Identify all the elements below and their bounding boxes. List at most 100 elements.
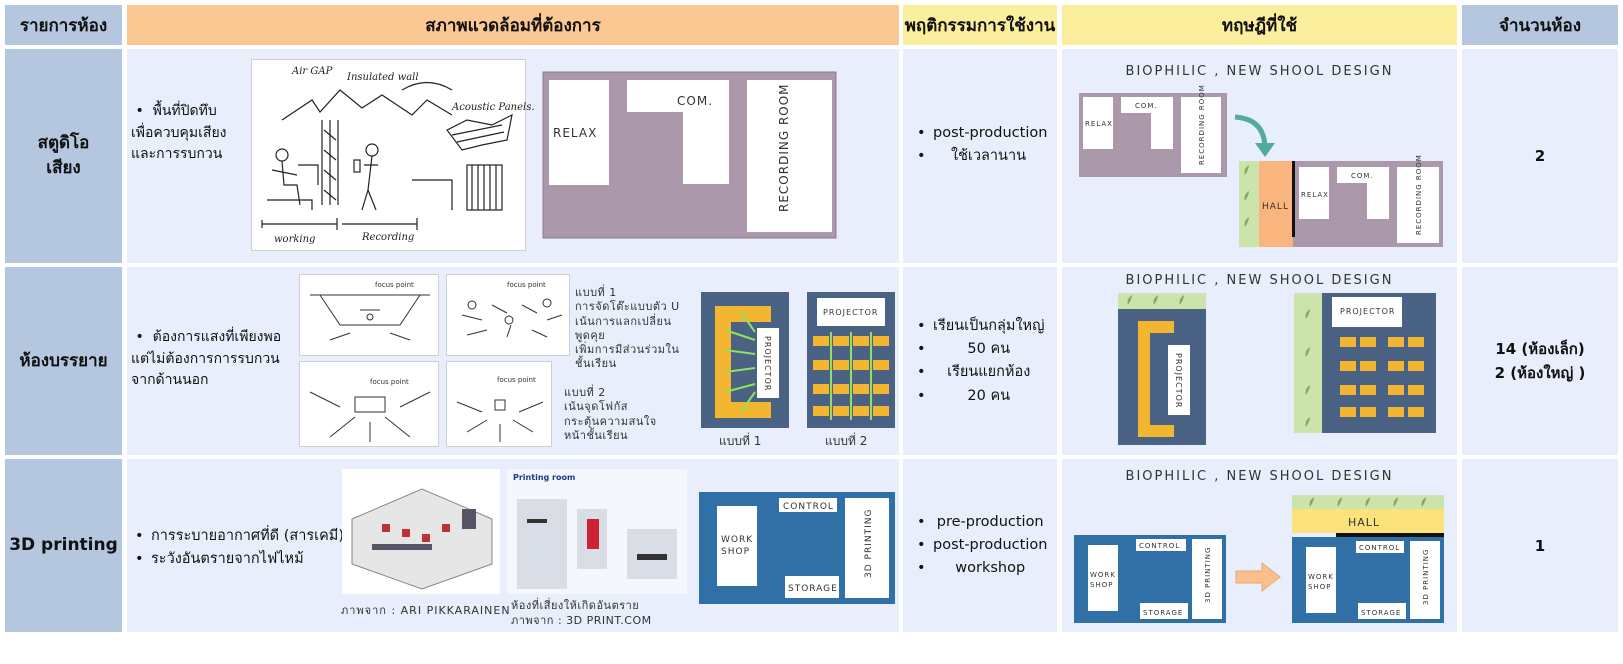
behavior-subitem: 50 คน: [915, 338, 1044, 361]
sketch-label-air-gap: Air GAP: [291, 66, 333, 77]
bullet-line: • ต้องการแสงที่เพียงพอ: [131, 329, 282, 345]
type2-line: กระตุ้นความสนใจ: [564, 414, 657, 428]
type2-line: หน้าชั้นเรียน: [564, 428, 629, 442]
text-line: จากด้านนอก: [131, 372, 209, 389]
env-cell-studio: • พื้นที่ปิดทึบ เพื่อควบคุมเสียง และการร…: [127, 49, 899, 263]
behavior-cell-3d: pre-production post-production workshop: [903, 459, 1057, 632]
lecture-plan-type1: PROJECTOR: [701, 292, 789, 428]
type2-projector-label: PROJECTOR: [823, 308, 878, 317]
env-cell-lecture: • ต้องการแสงที่เพียงพอ แต่ไม่ต้องการการร…: [127, 267, 899, 455]
sketch-focus-label: focus point: [370, 378, 409, 386]
tp-workshop-a: WORK: [1090, 571, 1116, 579]
behavior-item: pre-production: [915, 511, 1047, 534]
lecture-sketch-3: focus point: [299, 361, 439, 447]
behavior-cell-lecture: เรียนเป็นกลุ่มใหญ่ 50 คน เรียนแยกห้อง 20…: [903, 267, 1057, 455]
tp-control: CONTROL: [1139, 542, 1180, 550]
behavior-item: เรียนเป็นกลุ่มใหญ่: [915, 315, 1044, 338]
env-text-studio: • พื้นที่ปิดทึบ เพื่อควบคุมเสียง และการร…: [131, 101, 227, 166]
lecture-sketch-4: focus point: [446, 361, 552, 447]
photo-caption-1: ภาพจาก : ARI PIKKARAINEN: [341, 604, 511, 617]
tp-relax-2: RELAX: [1301, 191, 1329, 199]
theory-title: BIOPHILIC , NEW SHOOL DESIGN: [1125, 273, 1394, 288]
env-text-lecture: • ต้องการแสงที่เพียงพอ แต่ไม่ต้องการการร…: [131, 327, 281, 392]
count-lecture: 14 (ห้องเล็ก) 2 (ห้องใหญ่ ): [1462, 267, 1618, 455]
sketch-focus-label: focus point: [497, 376, 536, 384]
type2-caption: แบบที่ 2: [825, 434, 868, 448]
row-name-lecture: ห้องบรรยาย: [5, 267, 122, 455]
photo-caption-2: ห้องที่เสี่ยงให้เกิดอันตราย ภาพจาก : 3D …: [511, 598, 652, 629]
plan-workshop-1: WORK: [721, 535, 753, 545]
sketch-label-insulated: Insulated wall: [346, 72, 419, 83]
3d-plan: WORK SHOP CONTROL STORAGE 3D PRINTING: [699, 492, 895, 604]
tp-printing-2: 3D PRINTING: [1422, 549, 1430, 605]
sketch-focus-label: focus point: [375, 281, 414, 289]
lecture-sketch-1: focus point: [299, 274, 439, 356]
tp-relax: RELAX: [1085, 120, 1113, 128]
header-environment: สภาพแวดล้อมที่ต้องการ: [127, 5, 899, 45]
type1-projector-label: PROJECTOR: [763, 336, 772, 391]
behavior-subitem: 20 คน: [915, 385, 1044, 408]
plan-com-label: COM.: [677, 94, 713, 108]
type1-line: พูดคุย: [575, 328, 606, 342]
tp-workshop-d: SHOP: [1308, 583, 1331, 591]
count-3d: 1: [1462, 459, 1618, 632]
bullet-line: • พื้นที่ปิดทึบ: [131, 103, 217, 119]
tp-storage: STORAGE: [1143, 609, 1183, 617]
plan-printing: 3D PRINTING: [864, 509, 874, 578]
env-item: การระบายอากาศที่ดี (สารเคมี): [133, 525, 344, 548]
row-name-studio: สตูดิโอ เสียง: [5, 49, 122, 263]
header-count: จำนวนห้อง: [1462, 5, 1618, 45]
theory-plan-3d: WORK SHOP CONTROL STORAGE 3D PRINTING HA…: [1074, 495, 1444, 623]
theory-cell-3d: BIOPHILIC , NEW SHOOL DESIGN WORK SHOP C…: [1062, 459, 1457, 632]
env-item: ระวังอันตรายจากไฟไหม้: [133, 548, 344, 571]
lecture-plan-type2: PROJECTOR: [807, 292, 895, 428]
tp-recording-2: RECORDING ROOM: [1415, 154, 1423, 235]
tl-projector-1: PROJECTOR: [1174, 353, 1183, 408]
behavior-item: post-production: [915, 534, 1047, 557]
env-cell-3d: การระบายอากาศที่ดี (สารเคมี) ระวังอันตรา…: [127, 459, 899, 632]
theory-title: BIOPHILIC , NEW SHOOL DESIGN: [1125, 64, 1394, 79]
text-line: แต่ไม่ต้องการการรบกวน: [131, 350, 280, 367]
sketch-label-working: working: [274, 234, 315, 245]
caption-line: ภาพจาก : 3D PRINT.COM: [511, 614, 652, 628]
header-room: รายการห้อง: [5, 5, 122, 45]
count-studio: 2: [1462, 49, 1618, 263]
plan-control: CONTROL: [783, 502, 834, 512]
behavior-item: post-production: [915, 122, 1047, 145]
printing-room-title: Printing room: [513, 473, 576, 482]
theory-cell-studio: BIOPHILIC , NEW SHOOL DESIGN RELAX COM. …: [1062, 49, 1457, 263]
behavior-item: ใช้เวลานาน: [915, 145, 1047, 168]
lecture-sketch-2: focus point: [446, 274, 570, 356]
sketch-label-acoustic: Acoustic Panels.: [451, 102, 535, 113]
caption-line: ห้องที่เสี่ยงให้เกิดอันตราย: [511, 599, 640, 612]
type1-line: แบบที่ 1: [575, 286, 617, 299]
tp-com: COM.: [1135, 102, 1158, 110]
header-theory: ทฤษฎีที่ใช้: [1062, 5, 1457, 45]
tp-workshop-c: WORK: [1308, 573, 1334, 581]
tp-control-2: CONTROL: [1359, 544, 1400, 552]
type1-line: เพิ่มการมีส่วนร่วมใน: [575, 343, 680, 357]
tp-com-2: COM.: [1351, 172, 1374, 180]
type1-text: แบบที่ 1 การจัดโต๊ะแบบตัว U เน้นการแลกเป…: [575, 286, 680, 372]
3d-room-illustration-2: Printing room: [507, 469, 687, 594]
tp-recording: RECORDING ROOM: [1198, 84, 1206, 165]
type1-caption: แบบที่ 1: [719, 434, 762, 448]
theory-title: BIOPHILIC , NEW SHOOL DESIGN: [1125, 469, 1394, 484]
behavior-item: workshop: [915, 557, 1047, 580]
text-line: เพื่อควบคุมเสียง: [131, 124, 227, 141]
tp-hall-3d: HALL: [1348, 516, 1380, 529]
tp-printing: 3D PRINTING: [1204, 547, 1212, 603]
behavior-cell-studio: post-production ใช้เวลานาน: [903, 49, 1057, 263]
plan-relax-label: RELAX: [553, 126, 597, 140]
tl-projector-2: PROJECTOR: [1340, 307, 1395, 316]
sketch-label-recording: Recording: [361, 232, 414, 243]
theory-plan-studio: RELAX COM. RECORDING ROOM HALL RELAX COM…: [1079, 84, 1443, 247]
plan-workshop-2: SHOP: [721, 547, 750, 557]
theory-cell-lecture: BIOPHILIC , NEW SHOOL DESIGN PROJECTOR P…: [1062, 267, 1457, 455]
row-name-3d: 3D printing: [5, 459, 122, 632]
type2-line: เน้นจุดโฟกัส: [564, 400, 628, 414]
tp-storage-2: STORAGE: [1361, 609, 1401, 617]
type1-line: ชั้นเรียน: [575, 357, 617, 371]
text-line: และการรบกวน: [131, 146, 223, 163]
type1-line: การจัดโต๊ะแบบตัว U: [575, 300, 680, 314]
